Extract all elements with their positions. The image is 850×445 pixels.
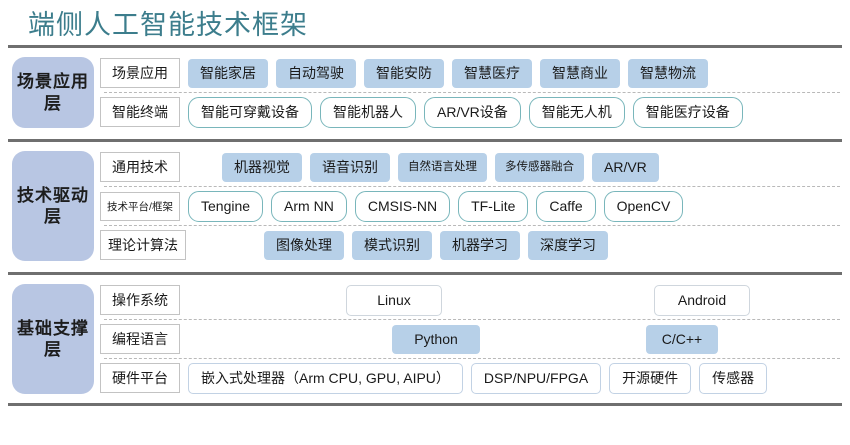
row-operating-system: 操作系统 Linux Android (100, 281, 842, 319)
row-label-hardware-platform: 硬件平台 (100, 363, 180, 394)
row-general-technology: 通用技术 机器视觉 语音识别 自然语言处理 多传感器融合 AR/VR (100, 148, 842, 186)
chip-item[interactable]: OpenCV (603, 191, 684, 222)
chip-item[interactable]: 智能安防 (364, 59, 444, 88)
chip-item[interactable]: C/C++ (646, 325, 718, 354)
chip-item[interactable]: 智慧医疗 (452, 59, 532, 88)
layer-label-scene-application: 场景应用层 (12, 57, 94, 129)
row-technology-platform: 技术平台/框架 Tengine Arm NN CMSIS-NN TF-Lite … (100, 187, 842, 225)
row-label-technology-platform: 技术平台/框架 (100, 191, 180, 221)
chip-item[interactable]: 智能医疗设备 (632, 97, 743, 128)
row-programming-language: 编程语言 Python C/C++ (100, 320, 842, 358)
row-label-operating-system: 操作系统 (100, 285, 180, 316)
panel-bottom-rule (8, 403, 842, 407)
layer-panel-technology-driver: 技术驱动层 通用技术 机器视觉 语音识别 自然语言处理 多传感器融合 AR/VR… (8, 135, 842, 268)
chip-item[interactable]: 多传感器融合 (495, 153, 584, 182)
row-theory-algorithm: 理论计算法 图像处理 模式识别 机器学习 深度学习 (100, 226, 842, 264)
chip-item[interactable]: Tengine (188, 191, 264, 222)
chip-item[interactable]: CMSIS-NN (354, 191, 451, 222)
row-hardware-platform: 硬件平台 嵌入式处理器（Arm CPU, GPU, AIPU） DSP/NPU/… (100, 359, 842, 397)
chip-item[interactable]: 智慧物流 (628, 59, 708, 88)
layer-panel-scene-application: 场景应用层 场景应用 智能家居 自动驾驶 智能安防 智慧医疗 智慧商业 智慧物流… (8, 41, 842, 135)
chip-item[interactable]: DSP/NPU/FPGA (470, 363, 602, 394)
chip-item[interactable]: 机器视觉 (222, 153, 302, 182)
row-label-scene-application: 场景应用 (100, 58, 180, 89)
row-separator (104, 319, 840, 321)
row-separator (104, 186, 840, 188)
chip-item[interactable]: 自然语言处理 (398, 153, 487, 182)
chip-item[interactable]: 嵌入式处理器（Arm CPU, GPU, AIPU） (188, 363, 463, 394)
chip-item[interactable]: 自动驾驶 (276, 59, 356, 88)
row-label-programming-language: 编程语言 (100, 324, 180, 355)
chip-item[interactable]: 图像处理 (264, 231, 344, 260)
chip-item[interactable]: 智能家居 (188, 59, 268, 88)
chip-item[interactable]: AR/VR (592, 153, 659, 182)
layer-label-foundation-support: 基础支撑层 (12, 284, 94, 395)
chip-item[interactable]: Arm NN (271, 191, 347, 222)
row-separator (104, 225, 840, 227)
chip-item[interactable]: Python (392, 325, 480, 354)
chip-item[interactable]: Linux (346, 285, 442, 316)
chip-item[interactable]: 智能可穿戴设备 (188, 97, 312, 128)
row-separator (104, 358, 840, 360)
chip-item[interactable]: Caffe (536, 191, 596, 222)
chip-item[interactable]: 智能机器人 (320, 97, 416, 128)
row-label-general-technology: 通用技术 (100, 152, 180, 183)
row-separator (104, 92, 840, 94)
chip-item[interactable]: 开源硬件 (609, 363, 692, 394)
row-scene-application: 场景应用 智能家居 自动驾驶 智能安防 智慧医疗 智慧商业 智慧物流 (100, 54, 842, 92)
panel-top-rule (8, 272, 842, 276)
chip-item[interactable]: 深度学习 (528, 231, 608, 260)
layer-label-technology-driver: 技术驱动层 (12, 151, 94, 262)
layer-panel-foundation-support: 基础支撑层 操作系统 Linux Android 编程语言 Python (8, 268, 842, 401)
row-label-smart-terminal: 智能终端 (100, 97, 180, 128)
chip-item[interactable]: 模式识别 (352, 231, 432, 260)
chip-item[interactable]: 智慧商业 (540, 59, 620, 88)
row-smart-terminal: 智能终端 智能可穿戴设备 智能机器人 AR/VR设备 智能无人机 智能医疗设备 (100, 93, 842, 131)
chip-item[interactable]: 机器学习 (440, 231, 520, 260)
panel-top-rule (8, 45, 842, 49)
row-label-theory-algorithm: 理论计算法 (100, 230, 186, 261)
page-title: 端侧人工智能技术框架 (28, 10, 308, 40)
panel-top-rule (8, 139, 842, 143)
chip-item[interactable]: Android (654, 285, 750, 316)
chip-item[interactable]: TF-Lite (458, 191, 529, 222)
chip-item[interactable]: 语音识别 (310, 153, 390, 182)
chip-item[interactable]: 智能无人机 (528, 97, 625, 128)
chip-item[interactable]: 传感器 (699, 363, 768, 394)
chip-item[interactable]: AR/VR设备 (424, 97, 521, 128)
